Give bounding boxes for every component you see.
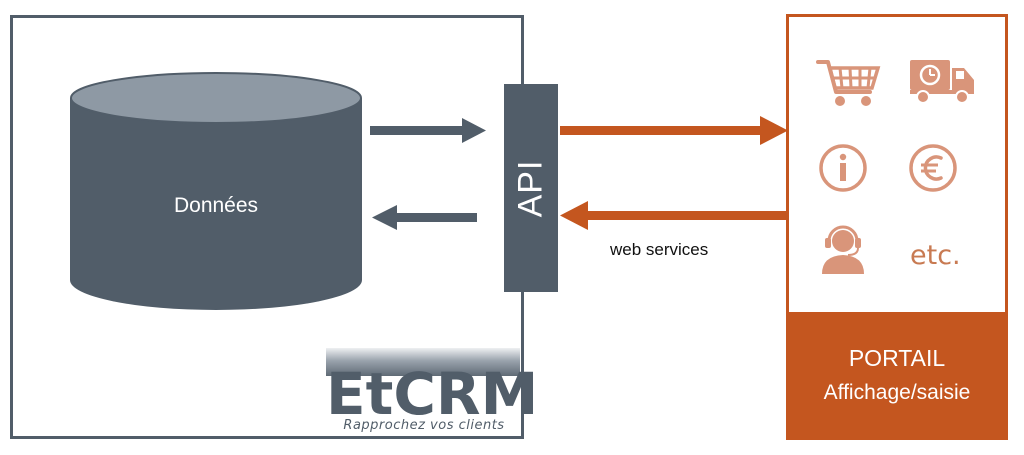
euro-icon bbox=[909, 144, 957, 192]
logo-tagline: Rapprochez vos clients bbox=[343, 418, 505, 433]
arrow-db-to-api bbox=[370, 118, 486, 143]
arrow-portal-to-api bbox=[560, 201, 787, 230]
arrow-api-to-db bbox=[372, 205, 477, 230]
support-agent-icon bbox=[822, 225, 864, 274]
logo-banner bbox=[326, 348, 520, 376]
delivery-truck-icon bbox=[910, 60, 974, 104]
portal-subtitle: Affichage/saisie bbox=[823, 381, 971, 404]
database-label: Données bbox=[173, 194, 259, 217]
arrow-api-to-portal bbox=[560, 116, 788, 145]
database-cylinder: Données bbox=[70, 72, 362, 310]
portal-title: PORTAIL bbox=[848, 345, 946, 371]
web-services-label: web services bbox=[610, 240, 709, 259]
etcrm-logo: EtCRM Rapprochez vos clients bbox=[326, 348, 539, 438]
portal-footer bbox=[786, 312, 1008, 440]
etc-label: etc. bbox=[910, 240, 961, 271]
info-icon bbox=[819, 144, 867, 192]
shopping-cart-icon bbox=[816, 60, 881, 106]
logo-wordmark: EtCRM bbox=[326, 360, 539, 428]
api-bar bbox=[504, 84, 558, 292]
